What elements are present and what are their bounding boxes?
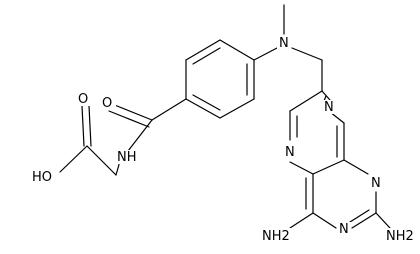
atom-label-hydroxyl: HO — [32, 170, 52, 185]
bond — [111, 103, 153, 121]
bond — [291, 47, 323, 61]
bond — [253, 47, 278, 61]
bond — [351, 212, 377, 229]
bond — [312, 212, 337, 229]
bond — [289, 212, 314, 229]
bond — [86, 145, 117, 176]
bond — [312, 159, 345, 175]
bonds — [59, 4, 391, 229]
atom-label-ring-n5: N — [285, 145, 295, 160]
bond — [192, 94, 221, 111]
bond — [185, 98, 221, 119]
bond — [289, 161, 314, 175]
bond — [59, 145, 88, 173]
atom-label-ring-n1: N — [371, 176, 381, 191]
bond — [343, 159, 369, 175]
bond — [192, 47, 221, 65]
atom-label-ring-n3: N — [339, 222, 349, 237]
bond — [151, 98, 187, 121]
atom-label-ring-n8: N — [324, 100, 334, 115]
bond — [108, 110, 150, 128]
bond — [88, 105, 92, 147]
atom-label-amino-c2: NH2 — [386, 229, 414, 244]
bond — [375, 212, 391, 229]
bond — [127, 119, 153, 152]
atom-label-amide-oxygen: O — [78, 92, 88, 107]
atom-labels: O O NH HO N N N N N NH2 NH2 — [30, 36, 418, 244]
bond — [219, 39, 255, 61]
atom-label-acid-oxygen: O — [102, 96, 112, 111]
atom-label-amino-c4: NH2 — [262, 229, 290, 244]
bond — [81, 105, 85, 147]
bond — [185, 39, 221, 61]
bond — [349, 209, 370, 223]
atom-label-amine-nitrogen: N — [279, 36, 289, 51]
bond — [219, 98, 255, 119]
atom-label-amide-nitrogen: NH — [117, 150, 137, 165]
bond — [289, 90, 323, 112]
